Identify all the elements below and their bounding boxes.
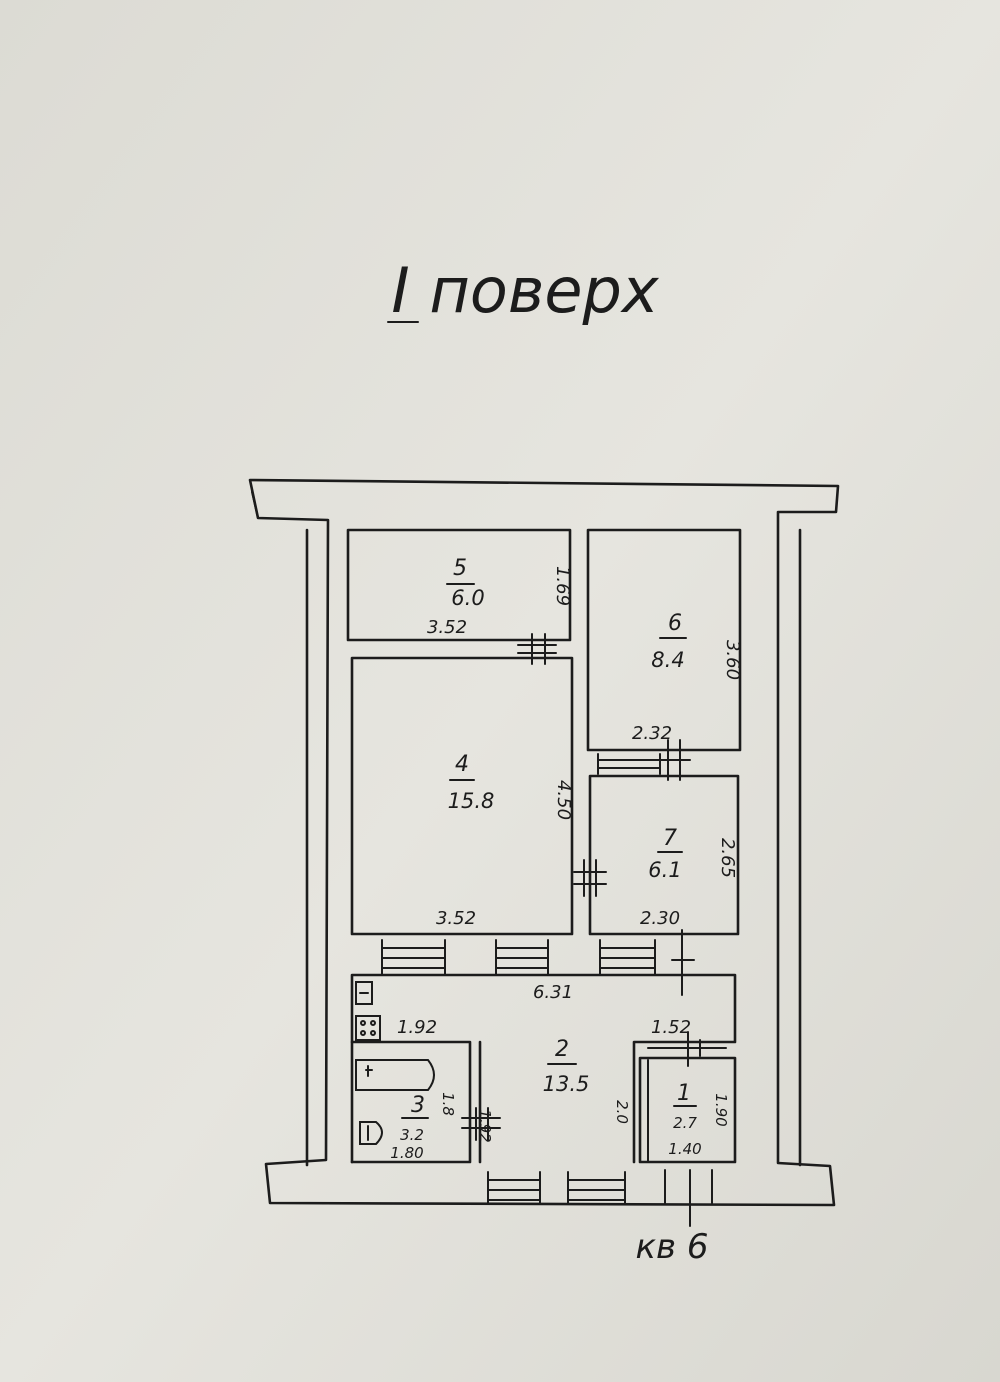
- room-7: 7 6.1 2.30 2.65: [588, 774, 740, 936]
- room-dim-height: 3.60: [722, 640, 743, 680]
- toilet-icon: [359, 1121, 383, 1145]
- room-number: 3: [411, 1093, 425, 1118]
- floor-title: I поверх: [391, 254, 660, 327]
- room-dim-left: 1.92: [397, 1017, 437, 1038]
- room-dim-width: 2.30: [640, 908, 680, 929]
- window: [599, 939, 656, 975]
- room-number: 6: [668, 611, 682, 636]
- room-dim-height: 1.90: [712, 1093, 730, 1126]
- room-number: 4: [455, 752, 469, 777]
- room-dim-width: 3.52: [436, 908, 476, 929]
- room-area: 3.2: [400, 1126, 424, 1144]
- room-2: 2 13.5 6.31 1.92 1.52 2.0: [350, 973, 737, 1164]
- bathtub-icon: [355, 1059, 435, 1091]
- room-dim-height: 2.65: [717, 838, 738, 878]
- room-dim-height: 1.8: [439, 1092, 457, 1116]
- room-dim-depth: 2.0: [613, 1100, 631, 1124]
- room-dim-length: 6.31: [533, 982, 573, 1003]
- window: [381, 939, 446, 975]
- window: [597, 753, 661, 775]
- sink-icon: [355, 981, 373, 1005]
- apartment-label: кв 6: [635, 1227, 708, 1267]
- room-dim-width: 3.52: [427, 617, 467, 638]
- window: [495, 939, 549, 975]
- window: [567, 1171, 626, 1205]
- room-6: 6 8.4 2.32 3.60: [586, 528, 743, 752]
- stove-icon: [355, 1015, 381, 1041]
- room-dim-width: 1.40: [668, 1140, 701, 1158]
- room-number: 5: [453, 556, 467, 581]
- room-dim-width: 1.80: [390, 1144, 423, 1162]
- building-walls: [248, 478, 840, 1207]
- room-area: 8.4: [651, 648, 684, 672]
- room-area: 6.0: [451, 586, 484, 610]
- room-area: 2.7: [673, 1114, 697, 1132]
- room-4: 4 15.8 3.52 4.50: [350, 656, 574, 936]
- room-area: 13.5: [543, 1072, 590, 1096]
- room-dim-height: 1.69: [552, 566, 573, 606]
- window: [487, 1171, 541, 1205]
- room-dim-right: 1.52: [651, 1017, 691, 1038]
- windows: [381, 753, 661, 1205]
- room-number: 2: [555, 1037, 569, 1062]
- doors: [461, 633, 727, 1227]
- room-number: 1: [677, 1081, 691, 1106]
- room-dim-door: 1.92: [476, 1109, 494, 1142]
- room-area: 6.1: [648, 858, 681, 882]
- room-dim-width: 2.32: [632, 723, 672, 744]
- kitchen-fixtures: [355, 981, 381, 1041]
- room-dim-height: 4.50: [553, 780, 574, 820]
- room-5: 5 6.0 3.52 1.69: [346, 528, 573, 642]
- room-area: 15.8: [448, 789, 495, 813]
- room-1: 1 2.7 1.40 1.90: [638, 1056, 737, 1164]
- room-number: 7: [663, 826, 677, 851]
